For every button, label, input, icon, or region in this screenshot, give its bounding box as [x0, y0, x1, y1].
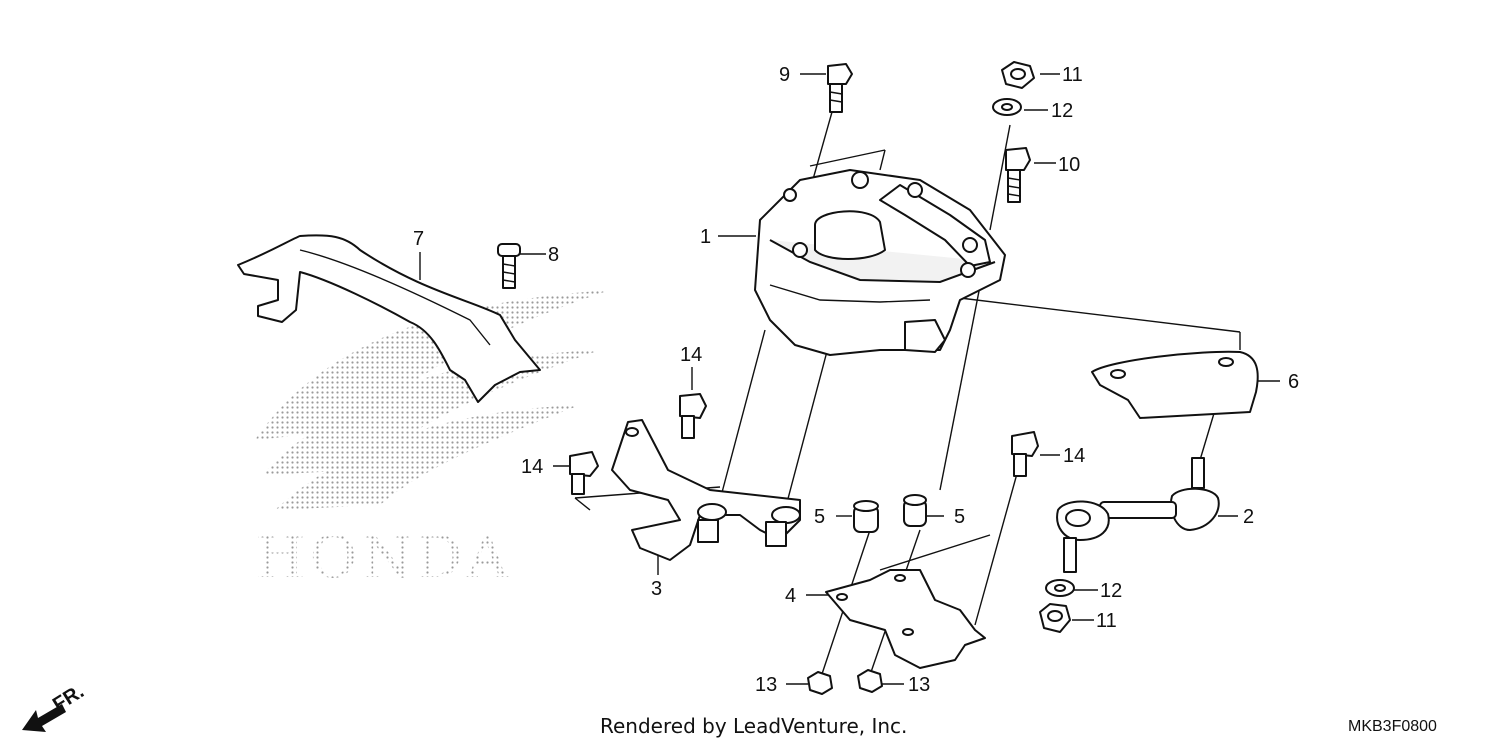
- callout-6: 6: [1288, 371, 1299, 393]
- callout-5-right: 5: [954, 506, 965, 528]
- callout-1: 1: [700, 226, 711, 248]
- callout-10: 10: [1058, 154, 1080, 176]
- callout-14-right: 14: [1063, 445, 1085, 467]
- part-1-actuator-unit: [754, 169, 1006, 356]
- callout-11-bottom: 11: [1096, 610, 1117, 632]
- callout-12-bottom: 12: [1100, 580, 1122, 602]
- part-14-bolt-center: [679, 393, 707, 439]
- callout-5-left: 5: [814, 506, 825, 528]
- callout-9: 9: [779, 64, 790, 86]
- callout-8: 8: [548, 244, 559, 266]
- callout-13-left: 13: [755, 674, 777, 696]
- part-7-rail: [237, 234, 541, 403]
- front-direction-arrow-icon: FR.: [22, 681, 88, 732]
- part-9-bolt: [827, 63, 853, 113]
- part-13-nut-right: [857, 669, 883, 693]
- part-14-bolt-right: [1011, 431, 1039, 477]
- callout-4: 4: [785, 585, 796, 607]
- part-2-tie-rod: [1056, 457, 1220, 573]
- callout-14-left: 14: [521, 456, 543, 478]
- part-3-bracket: [611, 419, 801, 561]
- callout-2: 2: [1243, 506, 1254, 528]
- diagram-code: MKB3F0800: [1348, 718, 1437, 735]
- watermark-text: HONDA: [255, 523, 512, 591]
- part-13-nut-left: [807, 671, 833, 695]
- rendered-by-credit: Rendered by LeadVenture, Inc.: [600, 714, 907, 738]
- leader-lines: [419, 73, 1280, 685]
- honda-wing-watermark: HONDA: [255, 290, 610, 591]
- callout-12-top: 12: [1051, 100, 1073, 122]
- part-5-collar-right: [903, 494, 927, 527]
- part-10-bolt: [1005, 147, 1031, 203]
- part-11-nut-bottom: [1039, 603, 1071, 633]
- part-6-stay-plate: [1091, 350, 1259, 419]
- callout-11-top: 11: [1062, 64, 1083, 86]
- part-12-washer-bottom: [1045, 579, 1075, 597]
- part-4-lower-bracket: [825, 569, 986, 669]
- callout-labels: 1 2 3 4 5 5 6 7 8 9 10 11 11 12 12 13 13…: [413, 64, 1299, 696]
- part-11-nut-top: [1001, 61, 1035, 89]
- callout-14-center: 14: [680, 344, 702, 366]
- part-5-collar-left: [853, 500, 879, 533]
- callout-7: 7: [413, 228, 424, 250]
- part-8-screw: [497, 243, 521, 289]
- part-14-bolt-left: [569, 451, 599, 495]
- callout-13-right: 13: [908, 674, 930, 696]
- part-12-washer-top: [992, 98, 1022, 116]
- callout-3: 3: [651, 578, 662, 600]
